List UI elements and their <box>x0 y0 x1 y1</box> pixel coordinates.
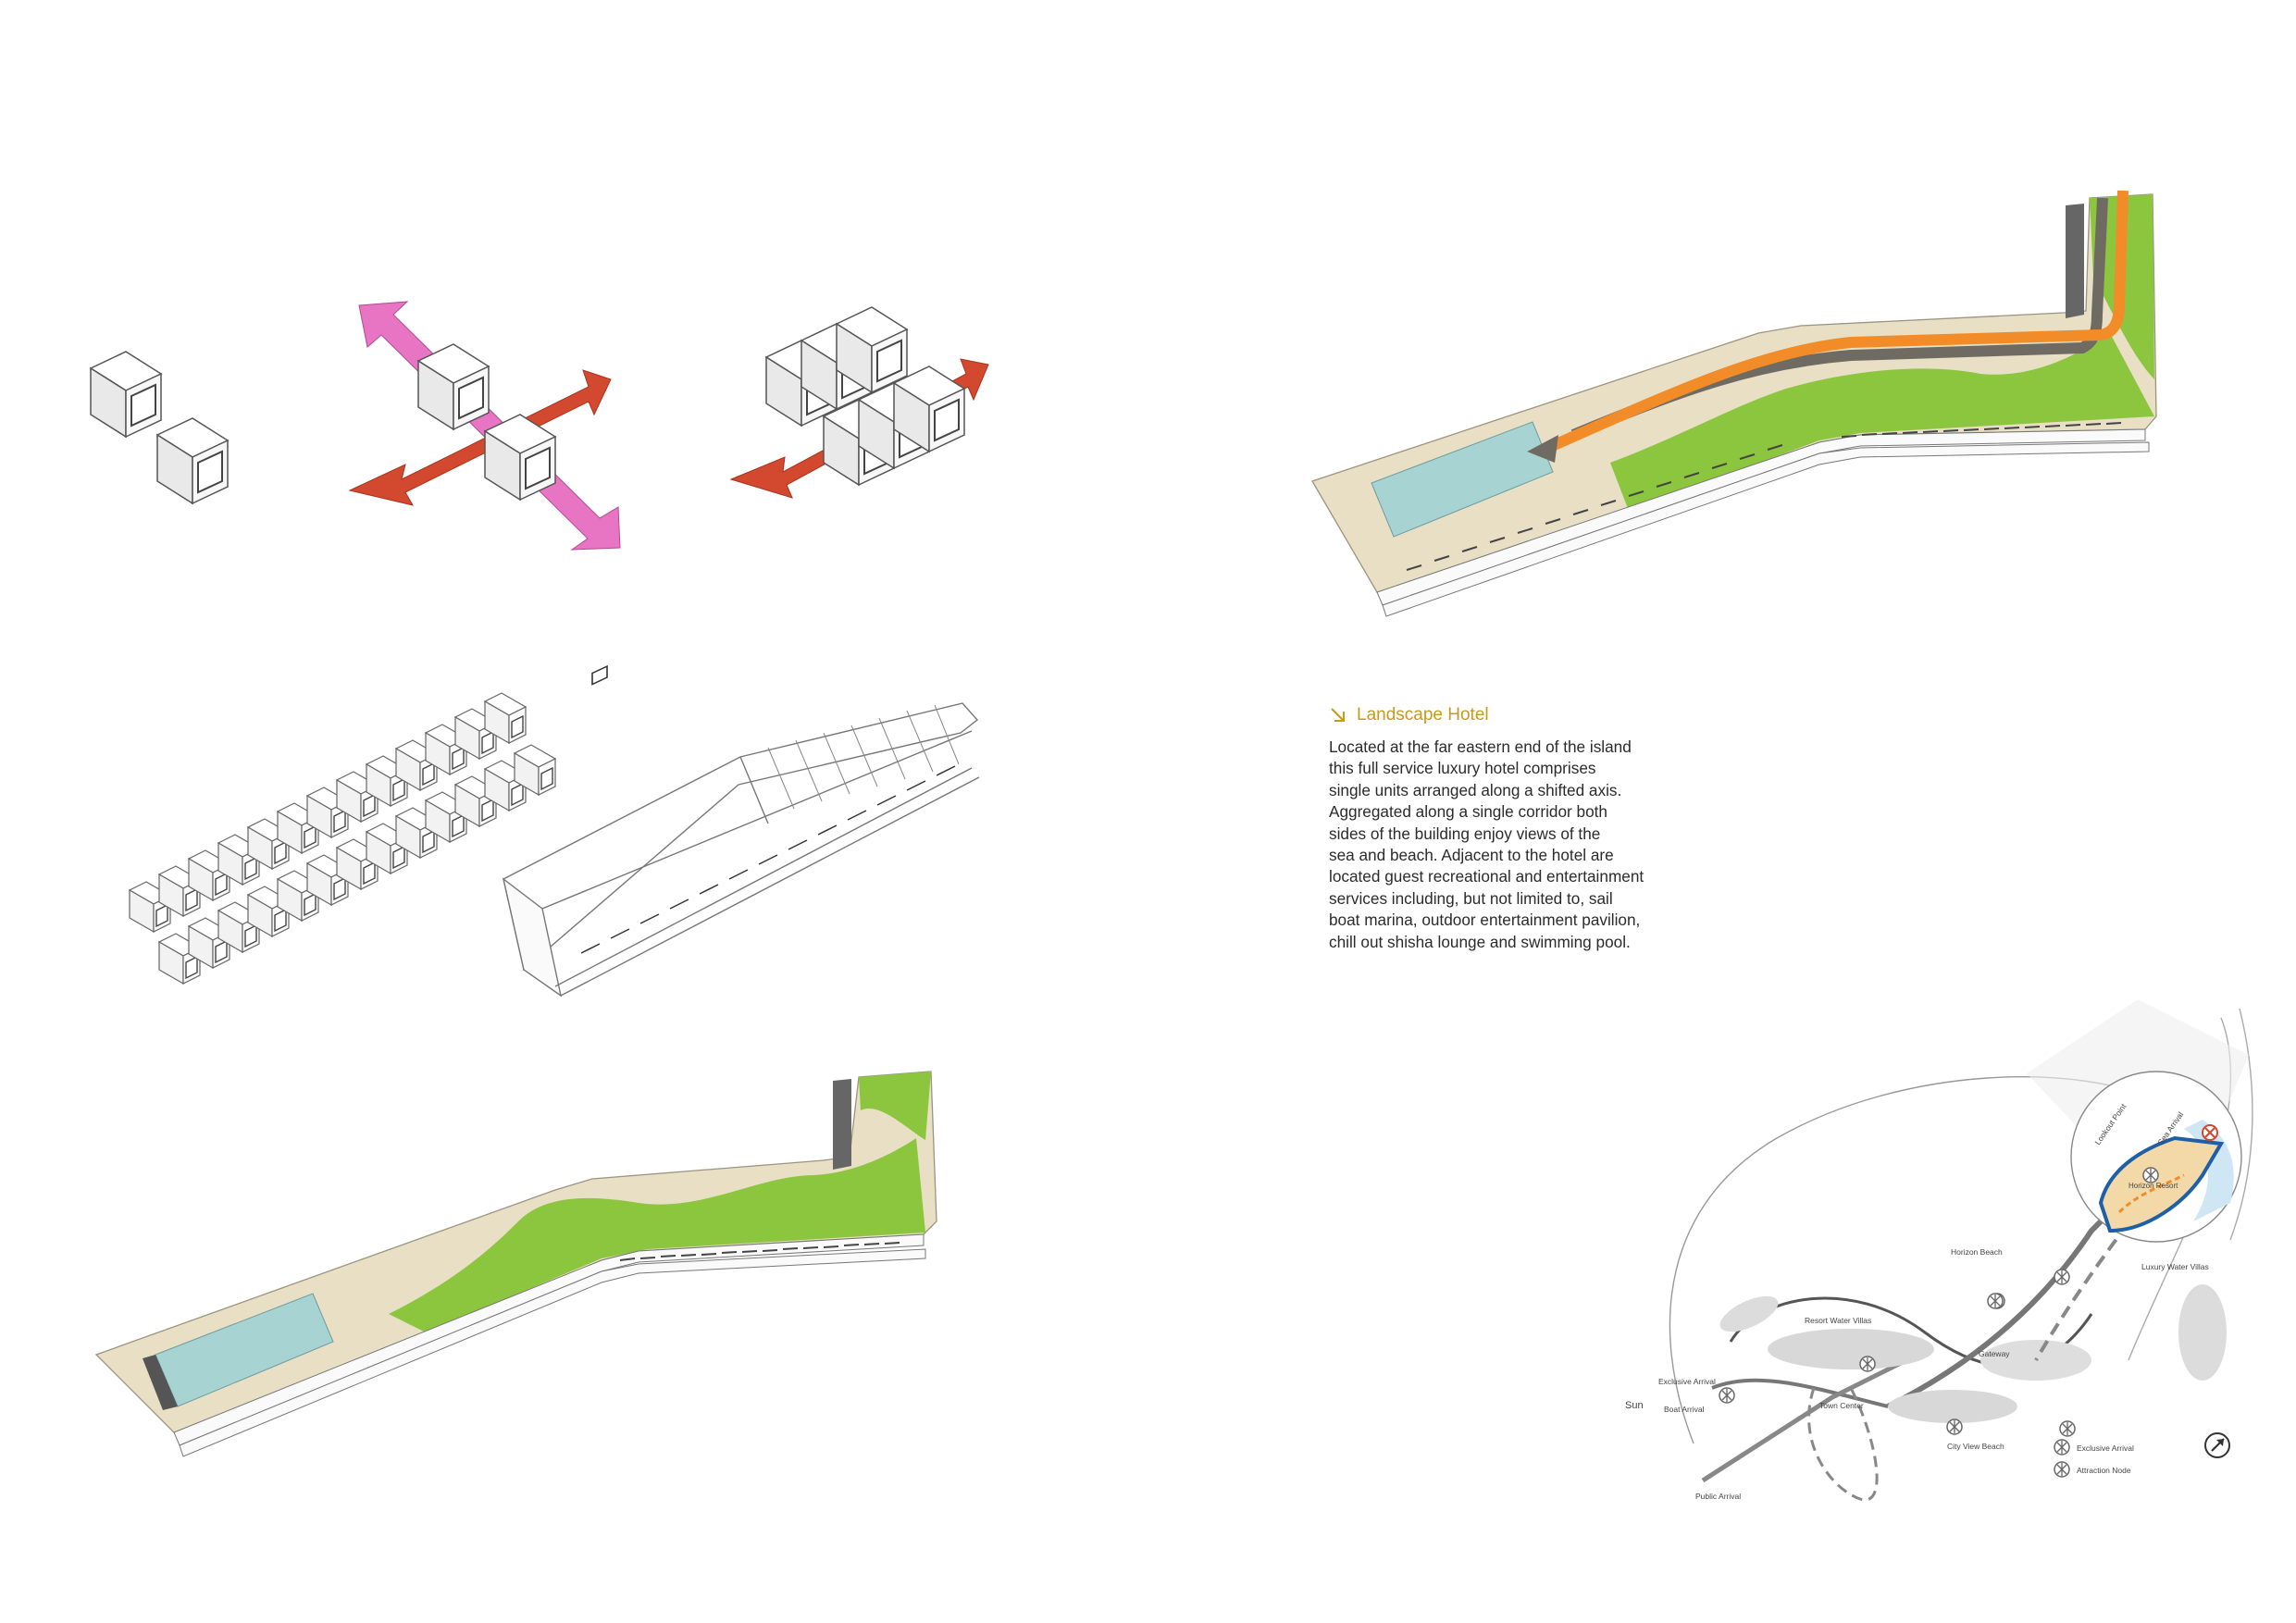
label-luxury-water-villas: Luxury Water Villas <box>2141 1262 2209 1271</box>
map-legend: Exclusive Arrival Attraction Node <box>2054 1439 2134 1478</box>
two-boxes-diagram <box>90 351 229 504</box>
description-body: Located at the far eastern end of the is… <box>1329 737 1681 953</box>
label-city-view-beach: City View Beach <box>1947 1442 2004 1451</box>
site-map: Lookout Point Sea Arrival Horizon Resort… <box>1625 999 2253 1502</box>
label-exclusive-arrival: Exclusive Arrival <box>1658 1377 1716 1386</box>
pool-blue-upper <box>1371 421 1554 538</box>
label-town-center: Town Center <box>1819 1401 1864 1410</box>
green-landscape-strip-upper <box>1610 333 2154 511</box>
body-line: chill out shisha lounge and swimming poo… <box>1329 932 1631 951</box>
unit-rows-diagram <box>129 692 556 985</box>
arrow-down-right-icon <box>1331 708 1345 722</box>
label-boat-arrival: Boat Arrival <box>1664 1405 1705 1414</box>
red-shifted-axis-arrow <box>729 358 989 499</box>
label-public-arrival: Public Arrival <box>1695 1492 1741 1501</box>
pink-axis-arrow <box>358 301 621 551</box>
legend-attraction-node: Attraction Node <box>2077 1466 2131 1475</box>
landscape-slab-lower <box>94 1071 937 1457</box>
description-heading: Landscape Hotel <box>1329 705 1681 725</box>
body-line: services including, but not limited to, … <box>1329 888 1613 908</box>
label-gateway: Gateway <box>1979 1349 2010 1358</box>
legend-exclusive-arrival: Exclusive Arrival <box>2077 1443 2134 1453</box>
crossed-axes-diagram <box>348 301 621 551</box>
body-line: sides of the building enjoy views of the <box>1329 824 1601 843</box>
body-line: located guest recreational and entertain… <box>1329 867 1644 886</box>
body-line: sea and beach. Adjacent to the hotel are <box>1329 846 1614 865</box>
body-line: Located at the far eastern end of the is… <box>1329 737 1632 756</box>
label-resort-water-villas: Resort Water Villas <box>1805 1316 1871 1325</box>
red-axis-arrow <box>348 369 612 506</box>
body-line: Aggregated along a single corridor both <box>1329 802 1607 822</box>
label-horizon-beach: Horizon Beach <box>1951 1247 2003 1257</box>
orange-circulation-path <box>1541 190 2128 455</box>
landscape-slab-upper <box>1311 190 2157 617</box>
line-slab-diagram <box>502 664 980 997</box>
body-line: boat marina, outdoor entertainment pavil… <box>1329 911 1641 930</box>
aggregated-axis-diagram <box>729 306 989 499</box>
heading-text: Landscape Hotel <box>1357 705 1489 725</box>
body-line: single units arranged along a shifted ax… <box>1329 780 1622 799</box>
label-sun: Sun <box>1625 1400 1644 1411</box>
body-line: this full service luxury hotel comprises <box>1329 759 1596 778</box>
description-block: Landscape Hotel Located at the far easte… <box>1329 705 1681 953</box>
label-horizon-resort: Horizon Resort <box>2128 1182 2178 1190</box>
green-landscape-strip <box>389 1138 925 1332</box>
north-arrow-icon <box>2204 1432 2230 1458</box>
